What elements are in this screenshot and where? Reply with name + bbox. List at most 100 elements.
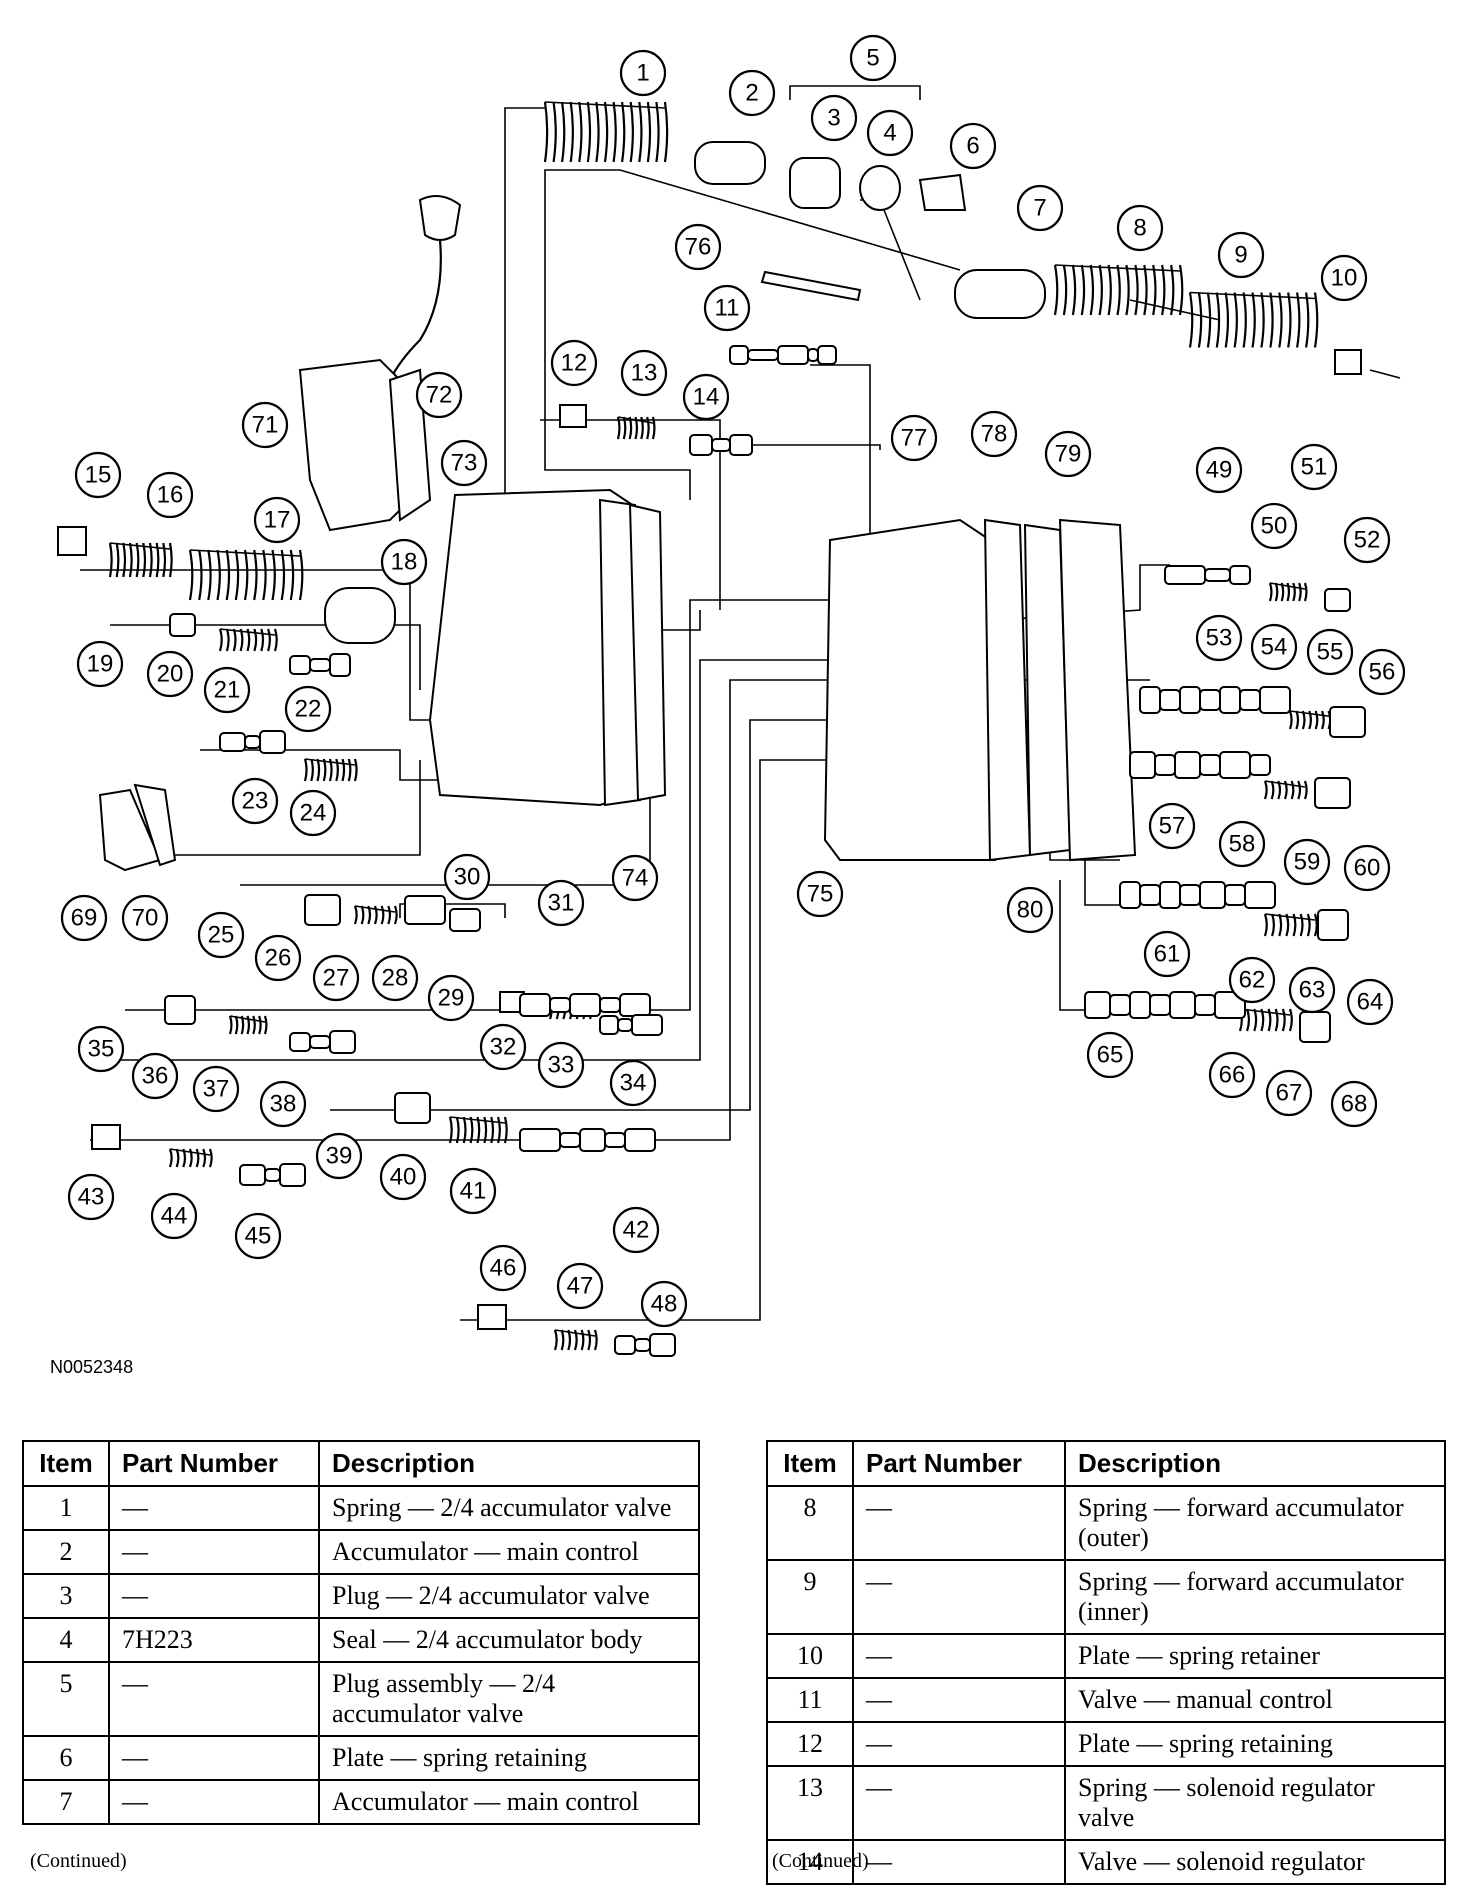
separator-plate-left-2: [628, 503, 667, 802]
callout-label: 67: [1276, 1080, 1303, 1107]
callout-62: 62: [1228, 956, 1276, 1004]
leader-line: [810, 364, 871, 545]
callout-label: 23: [242, 788, 269, 815]
cell-item: 12: [766, 1721, 854, 1767]
callout-label: 57: [1159, 813, 1186, 840]
callout-circle: [970, 410, 1018, 458]
callout-circle: [849, 34, 897, 82]
callout-35: 35: [77, 1025, 125, 1073]
callout-label: 2: [745, 80, 758, 107]
col-header-part-number: Part Number: [108, 1440, 320, 1487]
callout-19: 19: [76, 640, 124, 688]
callout-37: 37: [192, 1065, 240, 1113]
leader-line: [125, 599, 830, 1011]
spring-41-edge: [449, 1116, 506, 1124]
callout-circle: [254, 934, 302, 982]
spring-62-edge: [1264, 913, 1316, 921]
callout-circle: [556, 1262, 604, 1310]
callout-label: 44: [161, 1203, 188, 1230]
callout-53: 53: [1195, 614, 1243, 662]
callout-label: 53: [1206, 625, 1233, 652]
callout-57: 57: [1148, 802, 1196, 850]
callout-41: 41: [449, 1167, 497, 1215]
callout-label: 43: [78, 1184, 105, 1211]
spring-8-edge: [1054, 264, 1181, 272]
callout-10: 10: [1320, 254, 1368, 302]
callout-label: 18: [391, 549, 418, 576]
valve-49: [1164, 565, 1251, 585]
callout-circle: [371, 954, 419, 1002]
cell-part-number: —: [108, 1485, 320, 1531]
callout-34: 34: [609, 1059, 657, 1107]
callout-13: 13: [620, 349, 668, 397]
callout-45: 45: [234, 1212, 282, 1260]
callout-66: 66: [1208, 1051, 1256, 1099]
callout-38: 38: [259, 1080, 307, 1128]
cell-description: Valve — manual control: [1064, 1677, 1446, 1723]
cell-description: Valve — solenoid regulator: [1064, 1839, 1446, 1885]
callout-circle: [1218, 820, 1266, 868]
valve-38: [289, 1030, 356, 1054]
col-header-item: Item: [766, 1440, 854, 1487]
callout-72: 72: [415, 371, 463, 419]
callout-label: 47: [567, 1273, 594, 1300]
callout-circle: [619, 49, 667, 97]
callout-circle: [1044, 430, 1092, 478]
accumulator-7: [954, 269, 1046, 319]
callout-60: 60: [1343, 844, 1391, 892]
callout-40: 40: [379, 1153, 427, 1201]
table-row: 10—Plate — spring retainer: [766, 1633, 1446, 1679]
callout-label: 21: [214, 677, 241, 704]
cell-part-number: —: [108, 1529, 320, 1575]
callout-circle: [1195, 614, 1243, 662]
cell-description: Accumulator — main control: [318, 1529, 700, 1575]
callout-label: 75: [807, 881, 834, 908]
callout-label: 40: [390, 1164, 417, 1191]
callout-label: 5: [866, 45, 879, 72]
plate-69: [98, 788, 162, 872]
spring-8: [1053, 264, 1184, 316]
callout-71: 71: [241, 401, 289, 449]
retainer-clip-43: [91, 1124, 121, 1150]
table-row: 13—Spring — solenoid regulator valve: [766, 1765, 1446, 1841]
cell-part-number: —: [108, 1735, 320, 1781]
callout-56: 56: [1358, 648, 1406, 696]
callout-21: 21: [203, 666, 251, 714]
valve-65: [1084, 991, 1246, 1019]
callout-75: 75: [796, 870, 844, 918]
callout-25: 25: [197, 911, 245, 959]
table-row: 2—Accumulator — main control: [22, 1529, 700, 1575]
callout-circle: [1250, 502, 1298, 550]
valve-53: [1139, 686, 1291, 714]
callout-circle: [1290, 443, 1338, 491]
valve-61: [1119, 881, 1276, 909]
callout-circle: [440, 439, 488, 487]
group-bracket-5: [789, 85, 921, 100]
table-row: 12—Plate — spring retaining: [766, 1721, 1446, 1767]
callout-label: 20: [157, 661, 184, 688]
callout-label: 42: [623, 1217, 650, 1244]
leader-line: [690, 444, 881, 450]
cell-description: Plug — 2/4 accumulator valve: [318, 1573, 700, 1619]
leader-line: [110, 624, 421, 690]
callout-47: 47: [556, 1262, 604, 1310]
spring-retainer-10: [1334, 349, 1362, 375]
plug-36: [164, 995, 196, 1025]
leader-line: [100, 659, 830, 1061]
callout-circle: [1265, 1069, 1313, 1117]
callout-circle: [131, 1052, 179, 1100]
spring-27-edge: [354, 905, 396, 913]
callout-label: 38: [270, 1091, 297, 1118]
callout-49: 49: [1195, 446, 1243, 494]
valve-48: [614, 1333, 676, 1357]
valve-22: [289, 653, 351, 677]
callout-70: 70: [121, 894, 169, 942]
leader-line: [544, 169, 961, 500]
callout-circle: [203, 666, 251, 714]
callout-circle: [1148, 802, 1196, 850]
callout-12: 12: [550, 339, 598, 387]
cell-description: Spring — solenoid regulator valve: [1064, 1765, 1446, 1841]
callout-33: 33: [537, 1041, 585, 1089]
callout-label: 51: [1301, 454, 1328, 481]
spring-21-edge: [219, 628, 276, 636]
